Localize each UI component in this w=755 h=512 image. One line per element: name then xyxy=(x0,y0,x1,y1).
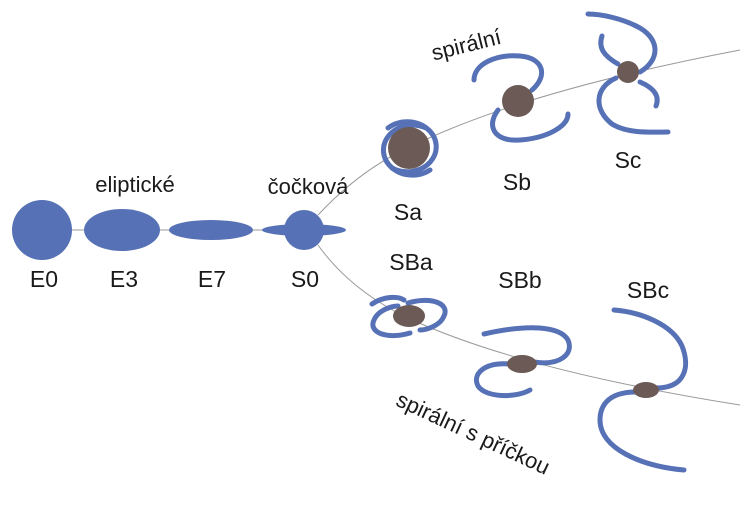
label-e3: E3 xyxy=(110,266,138,292)
label-sba: SBa xyxy=(389,249,433,275)
galaxy-e7 xyxy=(169,220,253,240)
label-lenticular: čočková xyxy=(268,174,349,199)
label-sbb: SBb xyxy=(498,267,541,293)
galaxy-sb xyxy=(471,53,571,143)
label-sb: Sb xyxy=(503,169,531,195)
label-e0: E0 xyxy=(30,266,58,292)
label-sc: Sc xyxy=(615,147,642,173)
galaxy-sc xyxy=(585,11,671,135)
label-s0: S0 xyxy=(291,266,319,292)
galaxy-sbc xyxy=(597,307,688,473)
galaxy-sbb xyxy=(474,325,572,398)
label-e7: E7 xyxy=(198,266,226,292)
galaxy-s0 xyxy=(262,210,346,250)
galaxy-sba xyxy=(369,294,448,339)
label-elliptical: eliptické xyxy=(95,172,174,197)
galaxy-e3 xyxy=(84,209,160,251)
galaxy-sa xyxy=(381,119,439,178)
galaxy-e0 xyxy=(12,200,72,260)
label-sa: Sa xyxy=(394,199,422,225)
label-barred-spiral: spirální s příčkou xyxy=(393,387,554,480)
label-sbc: SBc xyxy=(627,277,669,303)
